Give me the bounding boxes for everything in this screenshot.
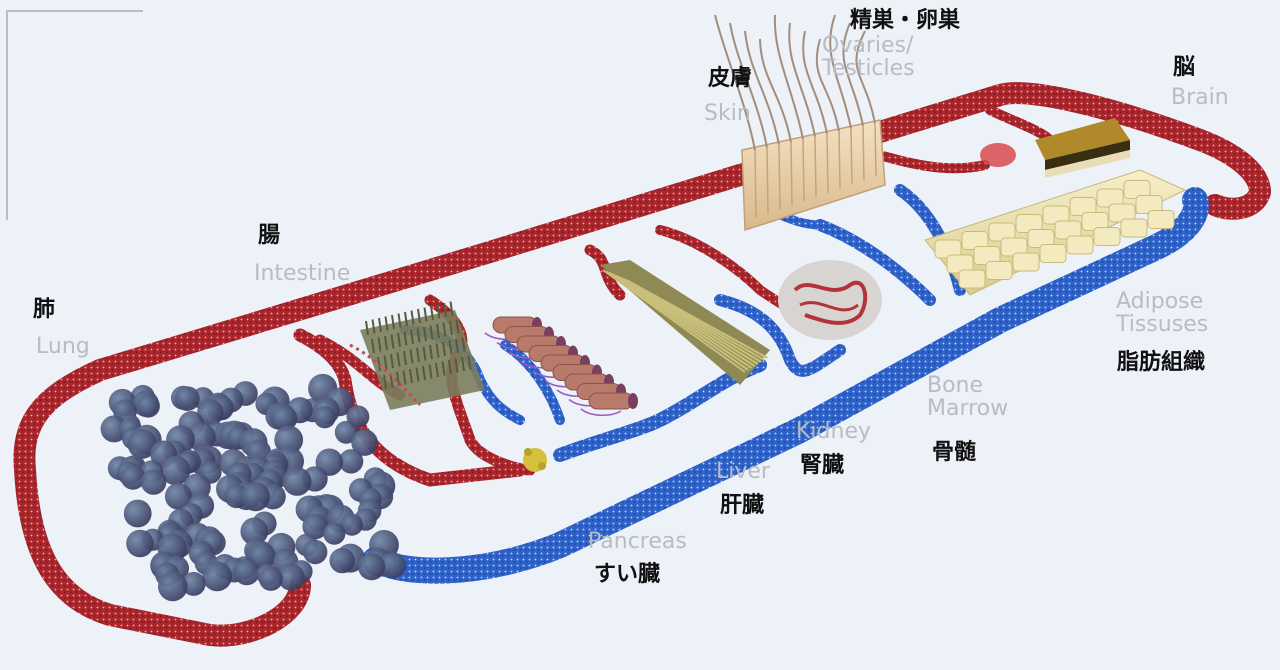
label-liver-jp: 肝臓 xyxy=(720,493,765,518)
label-intestine-en: Intestine xyxy=(254,261,351,286)
skin-module xyxy=(714,14,886,232)
pancreas-islet xyxy=(523,448,547,472)
label-bone-marrow-jp: 骨髄 xyxy=(932,440,977,465)
lung-spheres xyxy=(100,373,407,602)
frame-corner-top xyxy=(6,10,143,12)
kidney-module xyxy=(778,260,882,340)
label-bone-marrow-en: Bone Marrow xyxy=(927,373,1009,422)
liver-plate xyxy=(600,260,770,385)
label-intestine-jp: 腸 xyxy=(258,223,281,248)
label-skin-en: Skin xyxy=(704,101,751,126)
label-pancreas-jp: すい臓 xyxy=(594,562,661,587)
frame-corner-left xyxy=(6,10,8,220)
label-adipose-jp: 脂肪組織 xyxy=(1117,350,1206,375)
label-lung-en: Lung xyxy=(36,334,90,359)
label-gonads-en: Ovaries/ Testicles xyxy=(822,33,915,82)
label-liver-en: Liver xyxy=(716,459,770,484)
label-adipose-en: Adipose Tissuses xyxy=(1116,289,1209,338)
label-lung-jp: 肺 xyxy=(33,297,56,322)
brain-module xyxy=(980,118,1130,178)
intestine-villi xyxy=(349,301,485,410)
label-kidney-jp: 腎臓 xyxy=(800,453,845,478)
label-kidney-en: Kidney xyxy=(796,419,872,444)
liver-coils xyxy=(484,316,638,416)
label-gonads-jp: 精巣・卵巣 xyxy=(850,8,961,33)
label-brain-jp: 脳 xyxy=(1173,55,1196,80)
label-skin-jp: 皮膚 xyxy=(708,66,753,91)
label-brain-en: Brain xyxy=(1171,85,1229,110)
label-pancreas-en: Pancreas xyxy=(588,529,687,554)
artery-main-loop xyxy=(13,82,1271,647)
adipose-module xyxy=(924,169,1187,296)
